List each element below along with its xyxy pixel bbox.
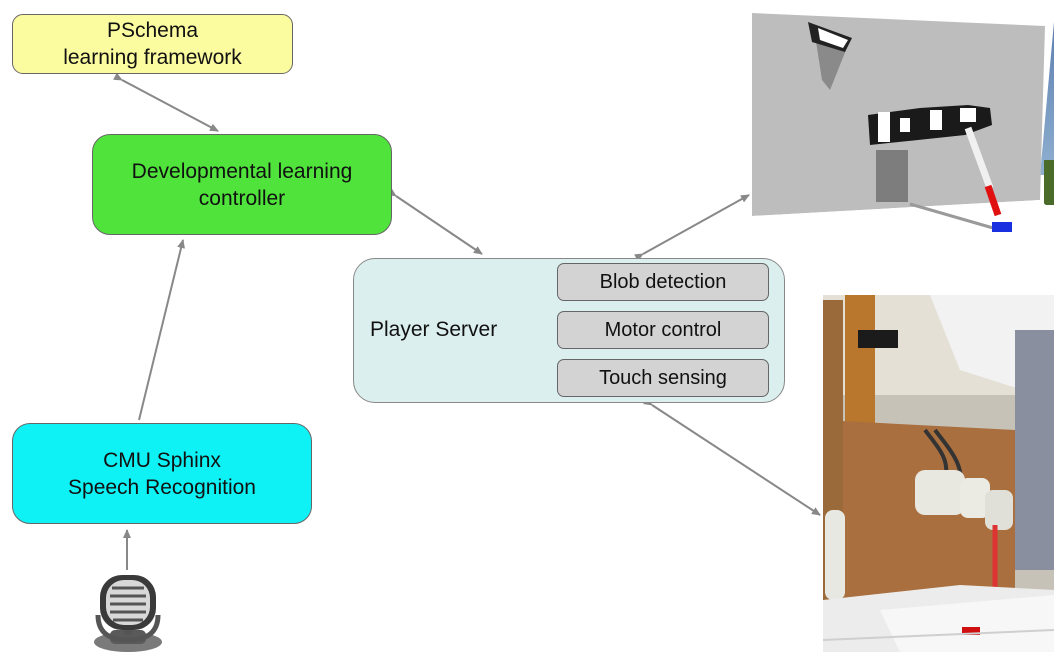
arrow-sphinx-controller [138, 239, 185, 421]
arrow-player-simulation [634, 194, 750, 262]
pschema-framework-box: PSchema learning framework [12, 14, 293, 74]
module-blob-detection: Blob detection [557, 263, 769, 301]
speech-recognition-label: CMU Sphinx Speech Recognition [68, 448, 256, 499]
developmental-controller-box: Developmental learning controller [92, 134, 392, 235]
speech-recognition-box: CMU Sphinx Speech Recognition [12, 423, 312, 524]
player-server-label: Player Server [370, 318, 498, 341]
pschema-label: PSchema learning framework [63, 19, 242, 69]
arrow-player-robot [643, 397, 821, 516]
arrow-controller-player [387, 188, 483, 255]
module-touch-sensing: Touch sensing [557, 359, 769, 397]
arrow-pschema-controller [113, 72, 219, 132]
module-motor-control: Motor control [557, 311, 769, 349]
developmental-controller-label: Developmental learning controller [131, 159, 353, 210]
